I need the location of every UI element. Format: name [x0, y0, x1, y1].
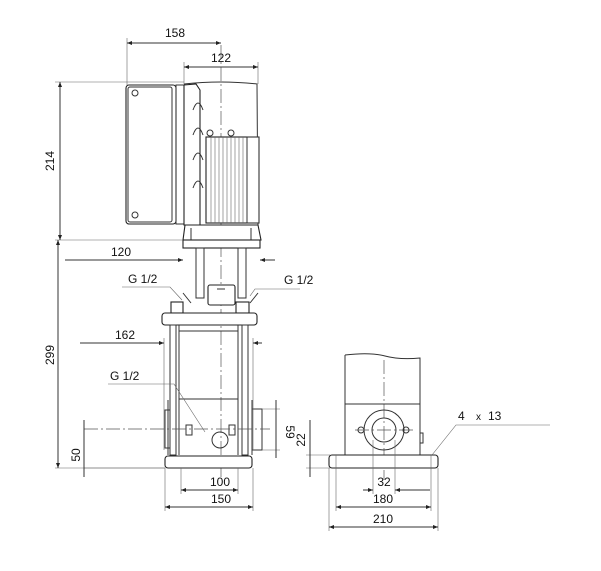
dim-label: 150 [211, 492, 231, 506]
dim-100: 100 [180, 468, 239, 494]
hole-count: 4 [458, 409, 465, 423]
dim-120: 120 [65, 245, 275, 262]
dim-210: 210 [328, 468, 439, 531]
dim-label: 180 [373, 492, 393, 506]
dim-label: 158 [165, 26, 185, 40]
dim-150: 150 [164, 468, 254, 511]
top-plate [161, 301, 258, 326]
front-view: 158 122 214 120 162 29 [43, 26, 314, 511]
dim-label: 50 [69, 448, 83, 462]
thread-callout-top-left: G 1/2 [122, 272, 183, 301]
pump-chamber [164, 324, 263, 469]
hole-callout: 4 x 13 [431, 409, 550, 456]
dim-22: 22 [294, 420, 330, 477]
dim-214: 214 [43, 81, 184, 241]
side-view: 22 32 180 210 4 x 13 [294, 353, 550, 531]
coupling [182, 247, 259, 306]
dim-label: 59 [283, 425, 297, 439]
thread-callout-top-right: G 1/2 [249, 273, 314, 297]
hole-times: x [476, 412, 481, 423]
control-box [125, 84, 185, 225]
dim-label: 210 [373, 512, 393, 526]
dim-122: 122 [183, 51, 259, 84]
thread-label: G 1/2 [128, 272, 158, 286]
thread-label: G 1/2 [110, 369, 140, 383]
dim-label: 22 [294, 433, 308, 447]
dim-label: 100 [210, 475, 230, 489]
thread-label: G 1/2 [284, 273, 314, 287]
dim-label: 162 [115, 328, 135, 342]
dim-59: 59 [262, 400, 297, 458]
dim-label: 120 [111, 245, 131, 259]
dim-158: 158 [126, 26, 221, 85]
dim-180: 180 [335, 455, 432, 511]
dim-label: 214 [43, 151, 57, 171]
dim-50: 50 [69, 420, 165, 477]
dim-label: 122 [211, 51, 231, 65]
dim-label: 32 [377, 475, 391, 489]
dim-162: 162 [80, 328, 262, 450]
dim-label: 299 [43, 345, 57, 365]
thread-callout-drain: G 1/2 [108, 369, 206, 433]
hole-diameter: 13 [488, 409, 502, 423]
dim-32: 32 [363, 440, 430, 494]
motor [182, 81, 262, 249]
